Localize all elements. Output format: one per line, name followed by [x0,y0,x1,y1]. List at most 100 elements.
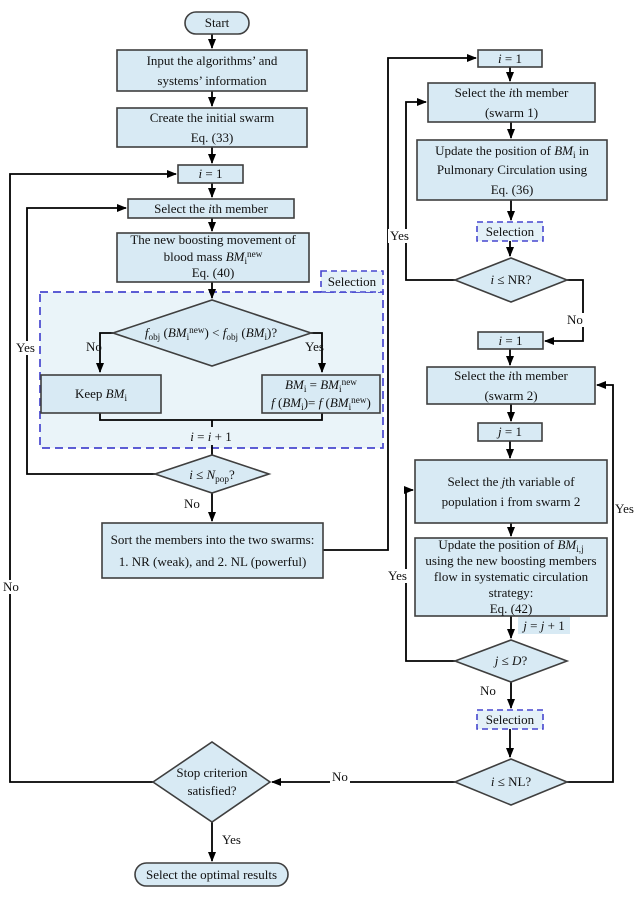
text-line: Eq. (36) [490,181,534,197]
input-info-node [116,49,308,92]
edge-inr-no [544,279,584,345]
selection-swarm1-box [476,221,544,242]
text-line: Selection [485,223,535,239]
i-eq-1-swarm2-label: i = 1 [478,332,543,349]
text-line: 1. NR (weak), and 2. NL (powerful) [118,553,307,569]
text-line: Selection [485,711,535,727]
j-eq-1-label: j = 1 [478,423,542,441]
replace-label: BMi = BMinew f (BMi)= f (BMinew) [262,374,380,414]
keep-label: Keep BMi [41,375,161,413]
edge-fobj-yes [311,332,326,373]
text-line: Sort the members into the two swarms: [110,532,315,548]
stop-loop-no-tag: No [1,579,21,595]
text-line: Start [204,15,230,31]
replace-node [261,374,381,414]
nr-yes-tag: Yes [388,228,411,244]
text-line: i ≤ NL? [490,774,532,790]
edge-inl-yes-loop [567,381,614,783]
optimal-node [134,862,289,887]
selection-main-box [320,270,384,293]
text-line: Selection [327,273,377,289]
text-line: j = 1 [498,424,522,440]
nr-no-tag: No [565,312,585,328]
text-line: j = j + 1 [523,617,565,633]
stop-yes-tag: Yes [222,832,241,847]
text-line: i ≤ NR? [490,272,532,288]
nr-check-diamond [452,257,570,303]
d-no-tag: No [480,683,496,698]
i-increment-label: i = i + 1 [180,428,242,445]
text-line: Eq. (42) [489,600,533,616]
text-line: fobj (BMinew) < fobj (BMi)? [144,325,278,343]
selection-boxes [320,221,544,730]
i-eq-1-swarm2-node [477,331,544,350]
j-eq-1-node [477,422,543,442]
text-line: blood mass BMinew [163,248,263,266]
select-swarm2-label: Select the ith member (swarm 2) [427,367,595,404]
edge-inr-yes-loop [405,98,455,281]
nr-check-label: i ≤ NR? [455,259,567,301]
text-line: Update the position of BMi,j [438,537,584,555]
select-swarm2-node [426,366,596,405]
text-line: Select the ith member [454,85,569,100]
text-line: j ≤ D? [494,653,528,669]
text-line: (swarm 1) [484,104,539,120]
select-ith-label: Select the ith member [128,199,294,218]
edge-fobj-no [96,332,113,373]
create-swarm-label: Create the initial swarm Eq. (33) [117,108,307,147]
pulmonary-node [416,139,608,201]
d-check-diamond [452,639,570,683]
edge-merge-bar [99,413,323,421]
text-line: i ≤ Npop? [189,466,235,484]
selection-swarm2-box [476,709,544,730]
text-line: Pulmonary Circulation using [436,162,588,178]
text-line: i = 1 [198,166,223,182]
pulmonary-label: Update the position of BMi in Pulmonary … [417,140,607,200]
select-swarm1-node [427,82,596,123]
sort-label: Sort the members into the two swarms: 1.… [102,523,323,578]
nl-no-tag: No [330,769,350,785]
text-line: Select the optimal results [145,866,278,882]
edge-stop-no-loop [9,170,177,783]
sort-node [101,522,324,579]
i-eq-1-swarm1-node [477,49,543,68]
fobj-check-label: fobj (BMinew) < fobj (BMi)? [95,301,327,365]
nl-check-label: i ≤ NL? [455,760,567,804]
flow-nodes [40,11,608,887]
npop-no-tag: No [184,496,200,511]
text-line: Input the algorithms’ and [146,53,278,68]
npop-check-diamond [152,454,272,494]
systemic-node [414,537,608,617]
select-jth-label: Select the jth variable of population i … [415,460,607,523]
boosting-node [116,232,310,283]
select-swarm1-label: Select the ith member (swarm 1) [428,83,595,122]
nl-check-diamond [452,758,570,806]
fobj-yes-tag: Yes [305,339,324,354]
j-increment-label: j = j + 1 [518,617,570,634]
i-eq-1-main-node [177,164,244,184]
i-eq-1-main-label: i = 1 [178,165,243,183]
systemic-label: Update the position of BMi,j using the n… [415,537,607,616]
selection-main-label: Selection [321,271,383,292]
select-ith-node [127,198,295,219]
d-check-label: j ≤ D? [455,641,567,681]
start-label: Start [185,12,249,34]
text-line: Eq. (33) [190,129,234,145]
stop-check-label: Stop criterion satisfied? [153,744,271,820]
text-line: i = 1 [498,332,523,348]
i-eq-1-swarm1-label: i = 1 [478,50,542,67]
keep-node [40,374,162,414]
text-line: satisfied? [187,783,237,798]
text-line: Keep BMi [74,386,128,404]
npop-yes-tag: Yes [14,340,37,356]
start-node [184,11,250,35]
text-line: systems’ information [157,72,267,88]
text-line: population i from swarm 2 [441,493,581,509]
text-line: flow in systematic circulation [433,569,589,585]
stop-check-diamond [151,741,272,823]
fobj-no-tag: No [86,339,102,354]
selection-swarm1-label: Selection [477,222,543,241]
text-line: Select the ith member [454,368,568,383]
text-line: Create the initial swarm [149,110,275,125]
